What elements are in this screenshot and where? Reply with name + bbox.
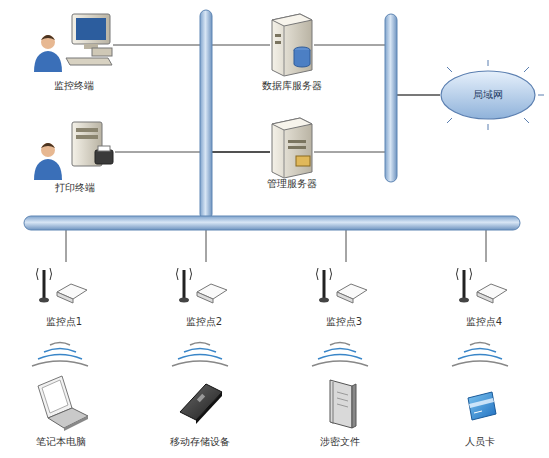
node-caption: 监控点3: [326, 316, 362, 328]
network-cable: [314, 95, 440, 152]
node-caption: 涉密文件: [320, 436, 360, 448]
document-icon: [330, 380, 356, 428]
database-server-icon: [272, 14, 312, 76]
node-caption: 打印终端: [55, 182, 95, 194]
access-point-icons: [37, 268, 508, 303]
device-node: 打印终端: [35, 118, 115, 194]
operator-figure: [34, 143, 62, 180]
network-cable: [113, 45, 270, 46]
device-node: 笔记本电脑: [30, 372, 92, 448]
device-node: 监控点3: [318, 262, 370, 328]
network-cable: [206, 152, 346, 262]
card-icon: [468, 392, 496, 420]
device-node: 移动存储设备: [170, 372, 230, 448]
wireless-waves: [32, 343, 508, 367]
node-caption: 管理服务器: [267, 178, 317, 190]
node-caption: 监控点4: [466, 316, 502, 328]
print-station-icon: [72, 122, 113, 166]
bus-pipe: [385, 14, 397, 182]
network-cable: [66, 152, 270, 262]
computer-icon: [66, 14, 112, 65]
device-node: 涉密文件: [310, 372, 370, 448]
storage-device-icon: [180, 384, 222, 424]
node-caption: 人员卡: [465, 436, 495, 448]
node-caption: 局域网: [473, 89, 503, 101]
device-node: 管理服务器: [270, 116, 314, 190]
network-cable: [206, 152, 486, 262]
network-cable: [314, 45, 440, 95]
node-caption: 笔记本电脑: [36, 436, 86, 448]
laptop-icon: [38, 376, 88, 431]
device-node: 监控终端: [35, 12, 113, 92]
node-caption: 监控点1: [46, 316, 82, 328]
device-node: 监控点1: [38, 262, 90, 328]
device-node: 数据库服务器: [270, 12, 314, 92]
node-caption: 数据库服务器: [262, 80, 322, 92]
network-cloud: 局域网: [440, 70, 536, 120]
device-node: 人员卡: [450, 372, 510, 448]
bus-pipe: [24, 216, 520, 230]
device-node: 监控点4: [458, 262, 510, 328]
device-node: 监控点2: [178, 262, 230, 328]
node-caption: 监控点2: [186, 316, 222, 328]
operator-figure: [34, 35, 62, 72]
bus-pipe: [200, 10, 212, 220]
node-caption: 监控终端: [54, 80, 94, 92]
node-caption: 移动存储设备: [170, 436, 230, 448]
management-server-icon: [272, 118, 312, 178]
network-cable: [206, 152, 270, 262]
